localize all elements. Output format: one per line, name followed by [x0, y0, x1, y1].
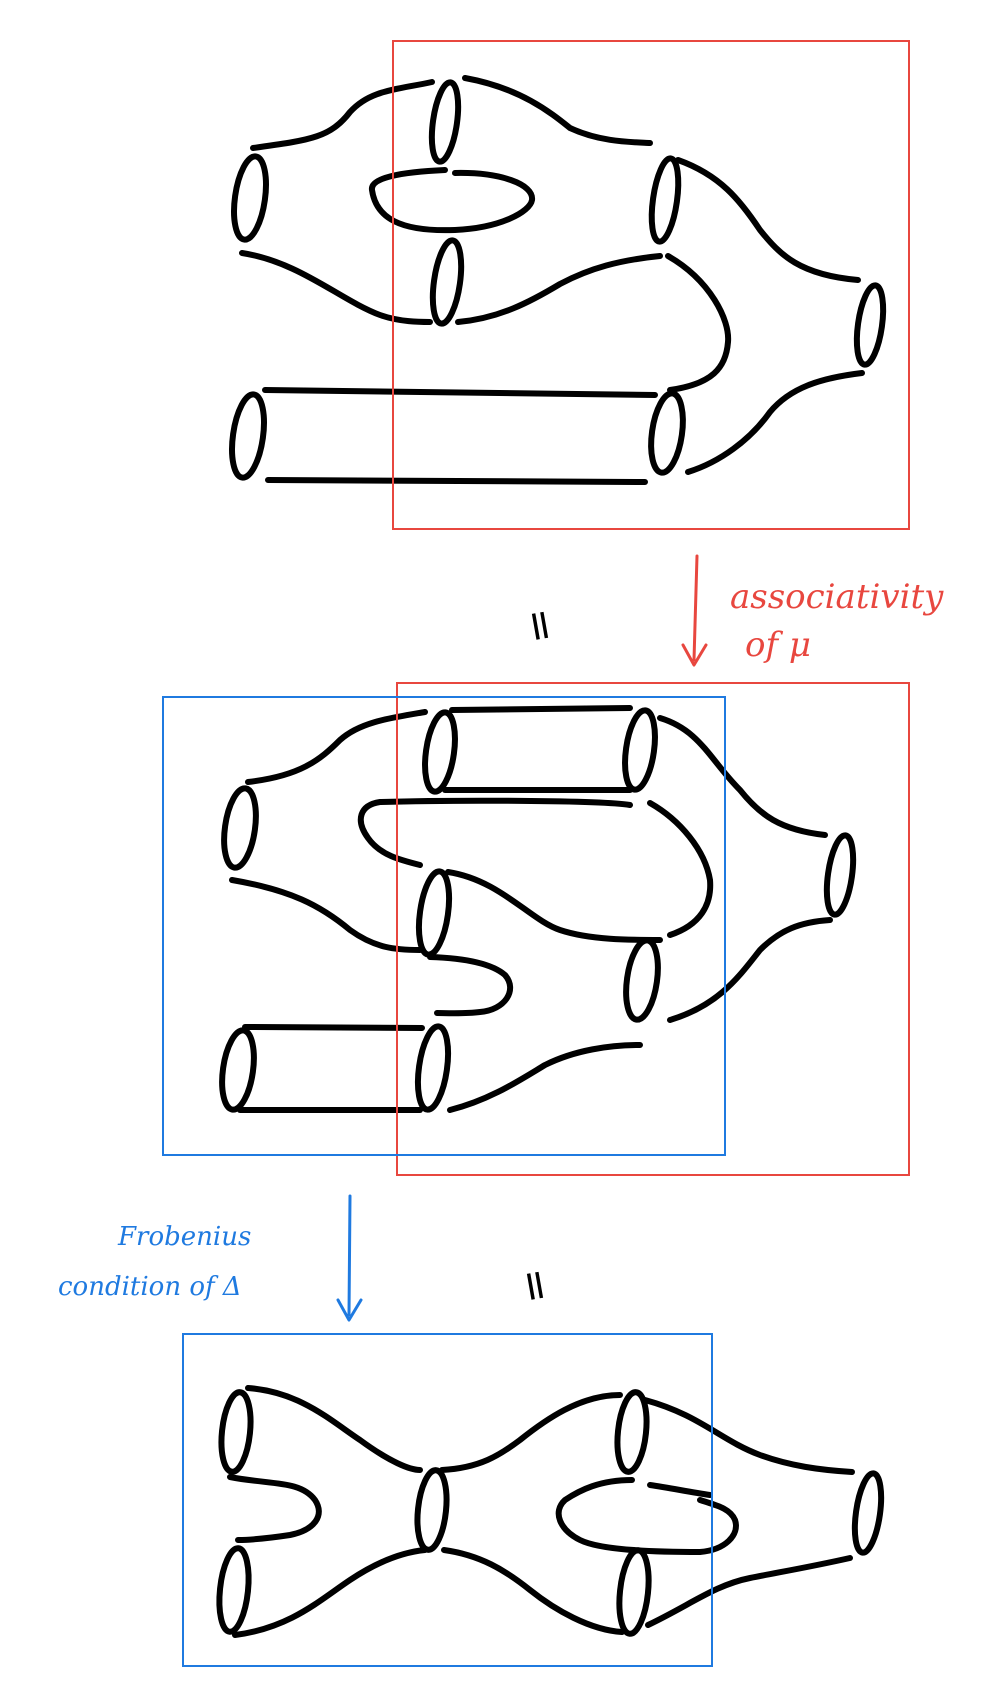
circle-right-top — [614, 1389, 650, 1475]
circle-right-lower — [648, 390, 686, 476]
genus-handle — [555, 1477, 739, 1555]
top-cobordism — [229, 75, 887, 485]
associativity-arrow — [681, 554, 708, 667]
inner-crotch — [665, 253, 732, 393]
mid-center-to-right — [445, 869, 663, 943]
mid-to-right-top — [462, 75, 653, 146]
circle-output — [853, 282, 887, 368]
circle-left-bottom — [229, 391, 267, 481]
handle-inner-top — [647, 1482, 713, 1498]
right-pants-top — [642, 1397, 855, 1475]
circle-right-upper — [648, 155, 682, 245]
bottom-cobordism — [216, 1385, 885, 1638]
circle-output — [823, 832, 857, 918]
left-pants-bottom — [232, 1547, 428, 1638]
equals-sign-2: = — [509, 1264, 563, 1307]
right-lower-to-out — [685, 370, 865, 475]
circle-left-bottom — [216, 1545, 252, 1635]
pants-bottom-edge — [239, 250, 433, 325]
circle-left-top — [218, 1389, 254, 1475]
cylinder-bottom-upper — [242, 1024, 425, 1031]
blue-box-bottom — [182, 1333, 713, 1667]
right-top-to-out — [657, 715, 828, 838]
circle-right-top — [622, 707, 658, 793]
cylinder-top — [262, 387, 658, 398]
inner-loop — [357, 797, 633, 868]
red-box-top — [392, 40, 910, 530]
frobenius-arrow — [336, 1194, 363, 1322]
cylinder-bottom — [265, 477, 648, 485]
circle-mid-top — [428, 79, 462, 165]
middle-cobordism — [219, 705, 857, 1113]
left-pants-bottom — [229, 877, 423, 953]
center-pants-top — [439, 1392, 623, 1473]
associativity-label: associativity — [730, 577, 944, 617]
mid-to-right-bottom — [455, 253, 663, 325]
pants-top-edge — [250, 79, 435, 151]
circle-center — [414, 1467, 450, 1553]
right-upper-to-out — [675, 157, 861, 283]
right-top-crotch — [647, 800, 714, 938]
right-pants-bottom — [645, 1555, 853, 1628]
circle-mid-top — [422, 709, 458, 795]
left-pants-top — [245, 709, 428, 785]
center-lower-cap — [427, 954, 513, 1017]
cylinder-top-upper — [449, 705, 633, 713]
associativity-label-of-mu: of μ — [745, 625, 811, 665]
circle-left-bottom — [219, 1027, 257, 1113]
circle-mid-bottom — [429, 237, 465, 327]
left-pants-crotch — [227, 1474, 322, 1543]
frobenius-label-condition: condition of Δ — [58, 1272, 242, 1302]
genus-handle — [369, 167, 535, 234]
circle-mid-bottom — [414, 1023, 452, 1113]
blue-box-middle — [162, 696, 726, 1156]
left-pants-top — [245, 1385, 423, 1473]
circle-right-center — [623, 937, 661, 1023]
red-box-middle — [396, 682, 910, 1176]
circle-output — [851, 1470, 885, 1556]
frobenius-label: Frobenius — [117, 1222, 251, 1252]
bottom-to-right — [447, 1042, 643, 1113]
circle-left-top — [231, 153, 269, 243]
equals-sign-1: = — [514, 604, 568, 647]
right-center-to-out — [667, 917, 833, 1023]
circle-left-top — [221, 785, 259, 871]
center-pants-bottom — [441, 1547, 625, 1635]
circle-mid-center — [415, 868, 453, 958]
